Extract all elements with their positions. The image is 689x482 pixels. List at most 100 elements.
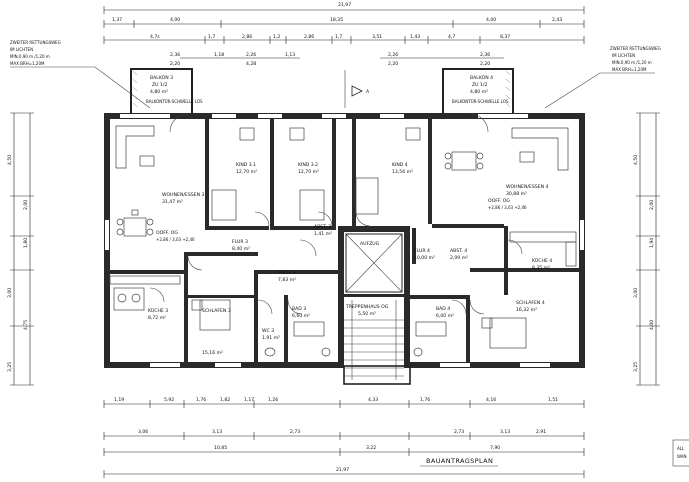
room-wohnen-4-area: 30,88 m² bbox=[506, 191, 527, 197]
level-marker-3-value: +2,86 / 3,03 +2,46 bbox=[156, 237, 195, 242]
dim-right-e: 4,00 bbox=[649, 320, 655, 330]
dim-bottom-r3-a: 10,85 bbox=[214, 445, 227, 451]
room-kueche-4-area: 8,35 m² bbox=[532, 265, 550, 271]
furniture bbox=[109, 125, 577, 357]
plan-title-block: BAUANTRAGSPLAN bbox=[420, 457, 498, 467]
dim-bottom-r1-f: 1,26 bbox=[268, 397, 278, 403]
room-flur-4-name: FLUR 4 bbox=[414, 248, 430, 254]
interior-walls bbox=[110, 119, 579, 368]
escape-note-left: ZWEITER RETTUNGSWEG IM LICHTEN MIN.0,90 … bbox=[10, 40, 151, 109]
room-wohnen-3-name: WOHNEN/ESSEN 3 bbox=[162, 192, 204, 198]
dim-bottom-r2-f: 2,91 bbox=[536, 429, 546, 435]
dim-left-a: 4,50 bbox=[7, 155, 13, 165]
dim-top-r3-d: 1,13 bbox=[285, 52, 295, 58]
balcony-4: BALKON 4 ZU 1/2 4,80 m² BALKONTÜR-SCHWEL… bbox=[442, 68, 514, 115]
dim-top-r1-d: 4,00 bbox=[486, 17, 496, 23]
right-dimension-chain: 4,50 2,00 1,94 3,00 4,00 3,25 bbox=[633, 112, 660, 386]
room-aufzug-name: AUFZUG bbox=[360, 241, 380, 247]
escape-note-left-line3: MIN.0,90 m /1,20 m bbox=[10, 54, 50, 59]
outer-walls bbox=[104, 113, 585, 368]
dim-right-a: 4,50 bbox=[633, 155, 639, 165]
cutoff-legend-line1: ALL bbox=[677, 446, 685, 451]
dim-top-r3-f: 2,36 bbox=[480, 52, 490, 58]
room-wc-3-name: WC 3 bbox=[262, 328, 274, 334]
dim-top-r4-d: 2,20 bbox=[480, 61, 490, 67]
room-wc-3-area: 1,91 m² bbox=[262, 335, 280, 341]
dim-top-r3-c: 2,26 bbox=[246, 52, 256, 58]
dim-top-r4-b: 4,28 bbox=[246, 61, 256, 67]
room-bad-3-area: 6,60 m² bbox=[292, 313, 310, 319]
dim-right-d: 3,00 bbox=[633, 288, 639, 298]
dim-top-total: 21,97 bbox=[338, 2, 351, 8]
dim-bottom-total: 21,97 bbox=[336, 467, 349, 473]
room-wohnen-4-name: WOHNEN/ESSEN 4 bbox=[506, 184, 548, 190]
dim-top-r2-i: 4,7 bbox=[448, 34, 455, 40]
dim-top-r3-a: 2,36 bbox=[170, 52, 180, 58]
room-kueche-4-name: KÜCHE 4 bbox=[532, 257, 552, 264]
dim-top-r1-b: 4,00 bbox=[170, 17, 180, 23]
dim-bottom-r2-c: 2,73 bbox=[290, 429, 300, 435]
escape-note-right: ZWEITER RETTUNGSWEG IM LICHTEN MIN.0,90 … bbox=[544, 46, 661, 109]
room-kind-3-2-area: 12,70 m² bbox=[298, 169, 319, 175]
room-wohnen-3-area: 31,47 m² bbox=[162, 199, 183, 205]
dim-bottom-r1-g: 4,33 bbox=[368, 397, 378, 403]
balcony-3-area: 4,80 m² bbox=[150, 89, 168, 95]
room-kueche-3-area: 8,72 m² bbox=[148, 315, 166, 321]
dim-bottom-r2-b: 3,13 bbox=[212, 429, 222, 435]
balcony-4-area: 4,80 m² bbox=[470, 89, 488, 95]
dim-bottom-r3-b: 3,22 bbox=[366, 445, 376, 451]
escape-note-right-line2: IM LICHTEN bbox=[612, 53, 635, 58]
dim-left-c: 1,80 bbox=[23, 238, 29, 248]
escape-note-left-line2: IM LICHTEN bbox=[10, 47, 33, 52]
section-marker-label: A bbox=[366, 89, 370, 95]
dim-top-r2-h: 1,43 bbox=[410, 34, 420, 40]
dim-top-r2-c: 2,86 bbox=[242, 34, 252, 40]
room-bad-4-area: 6,00 m² bbox=[436, 313, 454, 319]
room-flur-4-area: 10,00 m² bbox=[414, 255, 435, 261]
room-flur-3-name: FLUR 3 bbox=[232, 239, 248, 245]
cutoff-legend-box: ALL WAN bbox=[672, 439, 689, 467]
level-marker-3-label: OOFF. OG bbox=[156, 230, 178, 236]
room-kueche-3-name: KÜCHE 3 bbox=[148, 307, 168, 314]
dim-bottom-r2-a: 3,06 bbox=[138, 429, 148, 435]
dim-top-r1-e: 2,43 bbox=[552, 17, 562, 23]
dim-right-b: 2,00 bbox=[649, 200, 655, 210]
room-schlafen-4-name: SCHLAFEN 4 bbox=[516, 300, 545, 306]
dim-bottom-r1-a: 1,19 bbox=[114, 397, 124, 403]
dim-bottom-r3-c: 7,90 bbox=[490, 445, 500, 451]
room-abst-3-area: 1,41 m² bbox=[314, 231, 332, 237]
dim-bottom-r1-c: 1,76 bbox=[196, 397, 206, 403]
door-swings bbox=[149, 113, 523, 315]
dim-top-r2-a: 4,7s bbox=[150, 34, 160, 40]
dim-top-r1-c: 18,35 bbox=[330, 17, 343, 23]
balcony-3-sub: ZU 1/2 bbox=[152, 82, 167, 88]
dim-bottom-r1-b: 5,92 bbox=[164, 397, 174, 403]
balcony-3: BALKON 3 ZU 1/2 4,80 m² BALKONTÜR-SCHWEL… bbox=[130, 68, 203, 115]
dim-top-r2-d: 1,2 bbox=[273, 34, 280, 40]
room-treppe-name: TREPPENHAUS OG bbox=[345, 304, 389, 310]
level-marker-4-value: +2,86 / 3,03 +2,46 bbox=[488, 205, 527, 210]
dim-top-r2-f: 1,7 bbox=[335, 34, 342, 40]
room-abst-4-name: ABST. 4 bbox=[450, 248, 467, 254]
level-marker-4-label: OOFF. OG bbox=[488, 198, 510, 204]
room-schlafen-3-area: 15,16 m² bbox=[202, 350, 223, 356]
dim-bottom-r1-d: 1,82 bbox=[220, 397, 230, 403]
room-schlafen-3-name: SCHLAFEN 3 bbox=[202, 308, 231, 314]
escape-note-right-line1: ZWEITER RETTUNGSWEG bbox=[610, 46, 661, 51]
dim-bottom-r1-h: 1,76 bbox=[420, 397, 430, 403]
balcony-4-threshold: BALKONTÜR-SCHWELLE LOS bbox=[452, 99, 509, 104]
room-treppe-area: 5,50 m² bbox=[358, 311, 376, 317]
dim-top-r2-e: 2,86 bbox=[304, 34, 314, 40]
dim-left-f: 3,25 bbox=[7, 362, 13, 372]
room-kind-4-name: KIND 4 bbox=[392, 162, 408, 168]
dim-top-row1-ticks bbox=[103, 20, 585, 28]
room-diele-3-name: DIELE 3 bbox=[278, 270, 296, 276]
balcony-3-threshold: BALKONTÜR-SCHWELLE LOS bbox=[146, 99, 203, 104]
dim-left-d: 3,00 bbox=[7, 288, 13, 298]
room-diele-3-area: 7,83 m² bbox=[278, 277, 296, 283]
dim-bottom-r1-j: 1,51 bbox=[548, 397, 558, 403]
plan-title: BAUANTRAGSPLAN bbox=[426, 457, 493, 465]
room-labels: KIND 3.1 12,70 m² KIND 3.2 12,70 m² KIND… bbox=[148, 162, 552, 356]
dim-top-r3-b: 1,18 bbox=[214, 52, 224, 58]
bottom-dimension-chains: 1,19 5,92 1,76 1,82 1,17 1,26 4,33 1,76 … bbox=[103, 397, 585, 478]
